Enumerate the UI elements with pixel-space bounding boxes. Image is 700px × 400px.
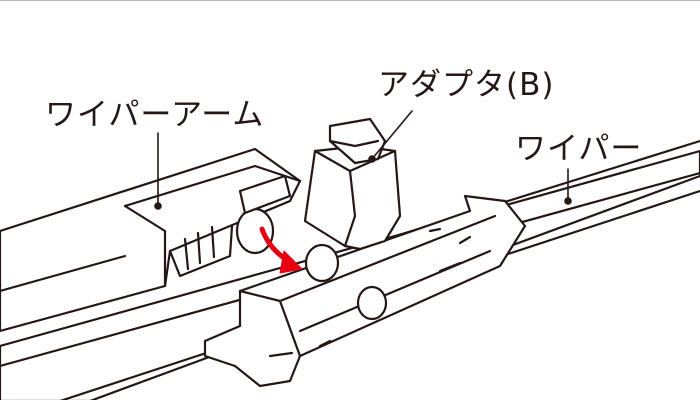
insert-direction-arrow [259, 226, 303, 274]
label-wiper: ワイパー [515, 131, 643, 167]
label-wiper-arm: ワイパーアーム [45, 97, 265, 133]
wiper-arm [0, 147, 302, 333]
label-adapter-b: アダプタ(B) [378, 67, 555, 103]
blade-holder [203, 194, 527, 388]
leader-lines [154, 110, 572, 210]
leader-adapter [371, 110, 413, 160]
adapter-b [303, 117, 402, 251]
